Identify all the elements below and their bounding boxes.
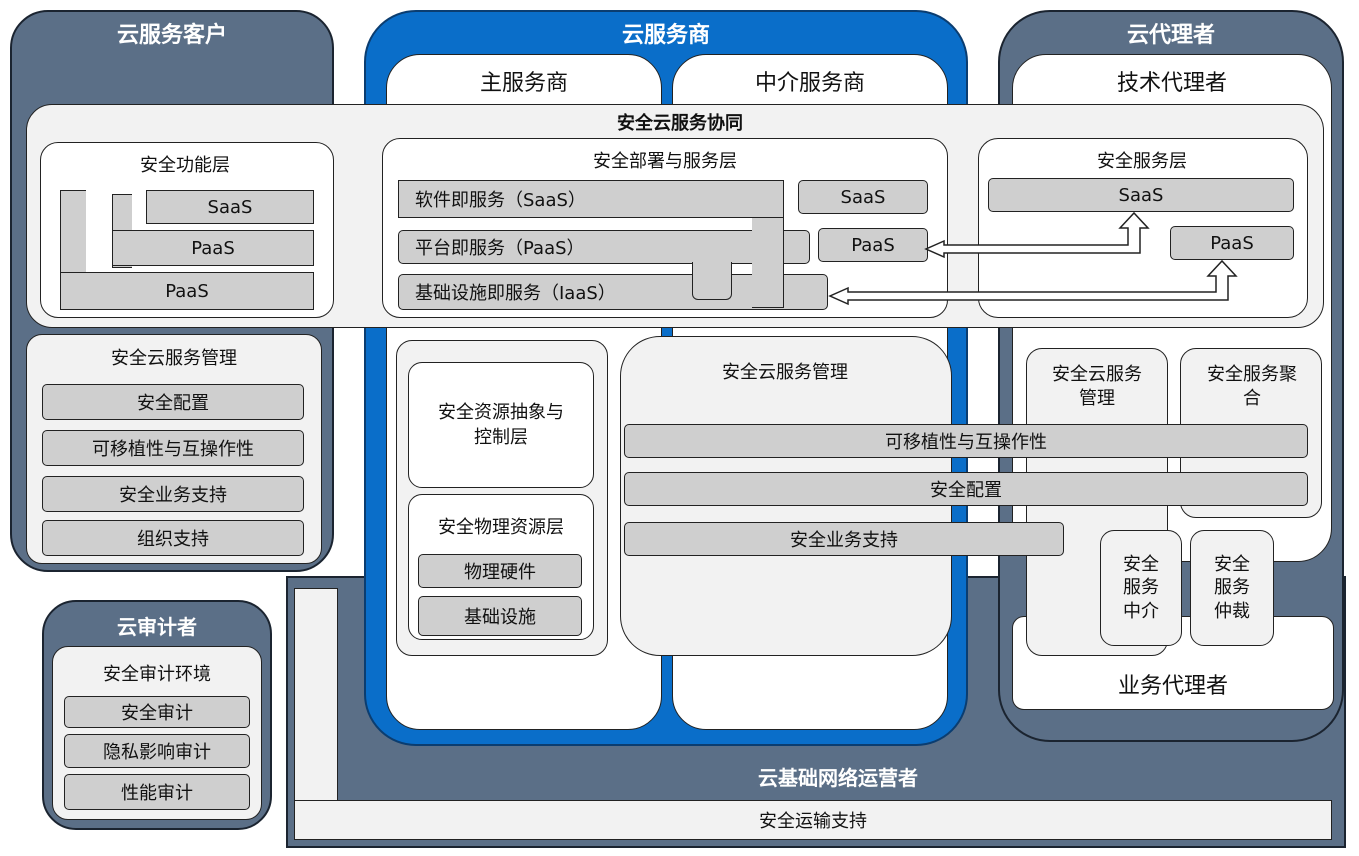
provider-mgmt-title: 安全云服务管理	[722, 362, 848, 383]
customer-mgmt-item: 组织支持	[42, 520, 304, 556]
customer-mgmt-title: 安全云服务管理	[111, 348, 237, 369]
service-item-paas: PaaS	[1170, 226, 1294, 260]
customer-mgmt-item: 可移植性与互操作性	[42, 430, 304, 466]
func-layer-title: 安全功能层	[140, 155, 230, 176]
broker-mgmt-label: 安全云服务管理	[1052, 363, 1142, 409]
provider-mgmt-bar: 安全业务支持	[624, 522, 1064, 556]
arrow-iaas-link	[828, 259, 1238, 306]
physical-item: 物理硬件	[418, 554, 582, 588]
deploy-layer-title: 安全部署与服务层	[593, 151, 737, 172]
func-item: SaaS	[146, 190, 314, 224]
auditor-item: 安全审计	[64, 696, 250, 728]
deploy-item-paas: 平台即服务（PaaS）	[398, 230, 810, 264]
broker-title: 云代理者	[1126, 23, 1215, 48]
broker-arbitrage-box: 安全服务仲裁	[1190, 530, 1274, 646]
broker-intermediation-label: 安全服务中介	[1123, 553, 1159, 622]
carrier-inner-white	[294, 588, 338, 840]
customer-title: 云服务客户	[116, 23, 227, 48]
broker-arbitrage-label: 安全服务仲裁	[1214, 553, 1250, 622]
provider-primary-label: 主服务商	[479, 71, 568, 96]
physical-item: 基础设施	[418, 596, 582, 636]
deploy-right-paas: PaaS	[818, 228, 928, 262]
provider-title: 云服务商	[621, 23, 710, 48]
carrier-title: 云基础网络运营者	[758, 765, 918, 790]
broker-aggregation-label: 安全服务聚合	[1207, 363, 1297, 409]
func-item: PaaS	[112, 230, 314, 266]
resource-abstraction-layer: 安全资源抽象与控制层	[408, 362, 594, 488]
broker-intermediation-box: 安全服务中介	[1100, 530, 1182, 646]
customer-mgmt-item: 安全配置	[42, 384, 304, 420]
deploy-paas-connector	[692, 262, 732, 300]
tech-broker-label: 技术代理者	[1116, 71, 1227, 96]
collab-title: 安全云服务协同	[617, 113, 743, 134]
service-layer-title: 安全服务层	[1097, 151, 1187, 172]
provider-mgmt-bar: 可移植性与互操作性	[624, 424, 1308, 458]
carrier-transport-bar: 安全运输支持	[294, 800, 1332, 840]
customer-mgmt-item: 安全业务支持	[42, 476, 304, 512]
auditor-env-title: 安全审计环境	[103, 664, 211, 685]
physical-layer-title: 安全物理资源层	[438, 517, 564, 539]
provider-mgmt-bar: 安全配置	[624, 472, 1308, 506]
deploy-right-saas: SaaS	[798, 180, 928, 214]
func-item: PaaS	[60, 272, 314, 310]
provider-intermediary-label: 中介服务商	[754, 71, 865, 96]
arrow-saas-link	[924, 211, 1150, 259]
business-broker-label: 业务代理者	[1117, 674, 1228, 699]
auditor-item: 隐私影响审计	[64, 734, 250, 768]
auditor-item: 性能审计	[64, 774, 250, 810]
deploy-item-saas: 软件即服务（SaaS）	[398, 180, 784, 218]
service-item-saas: SaaS	[988, 178, 1294, 212]
auditor-title: 云审计者	[117, 614, 197, 639]
